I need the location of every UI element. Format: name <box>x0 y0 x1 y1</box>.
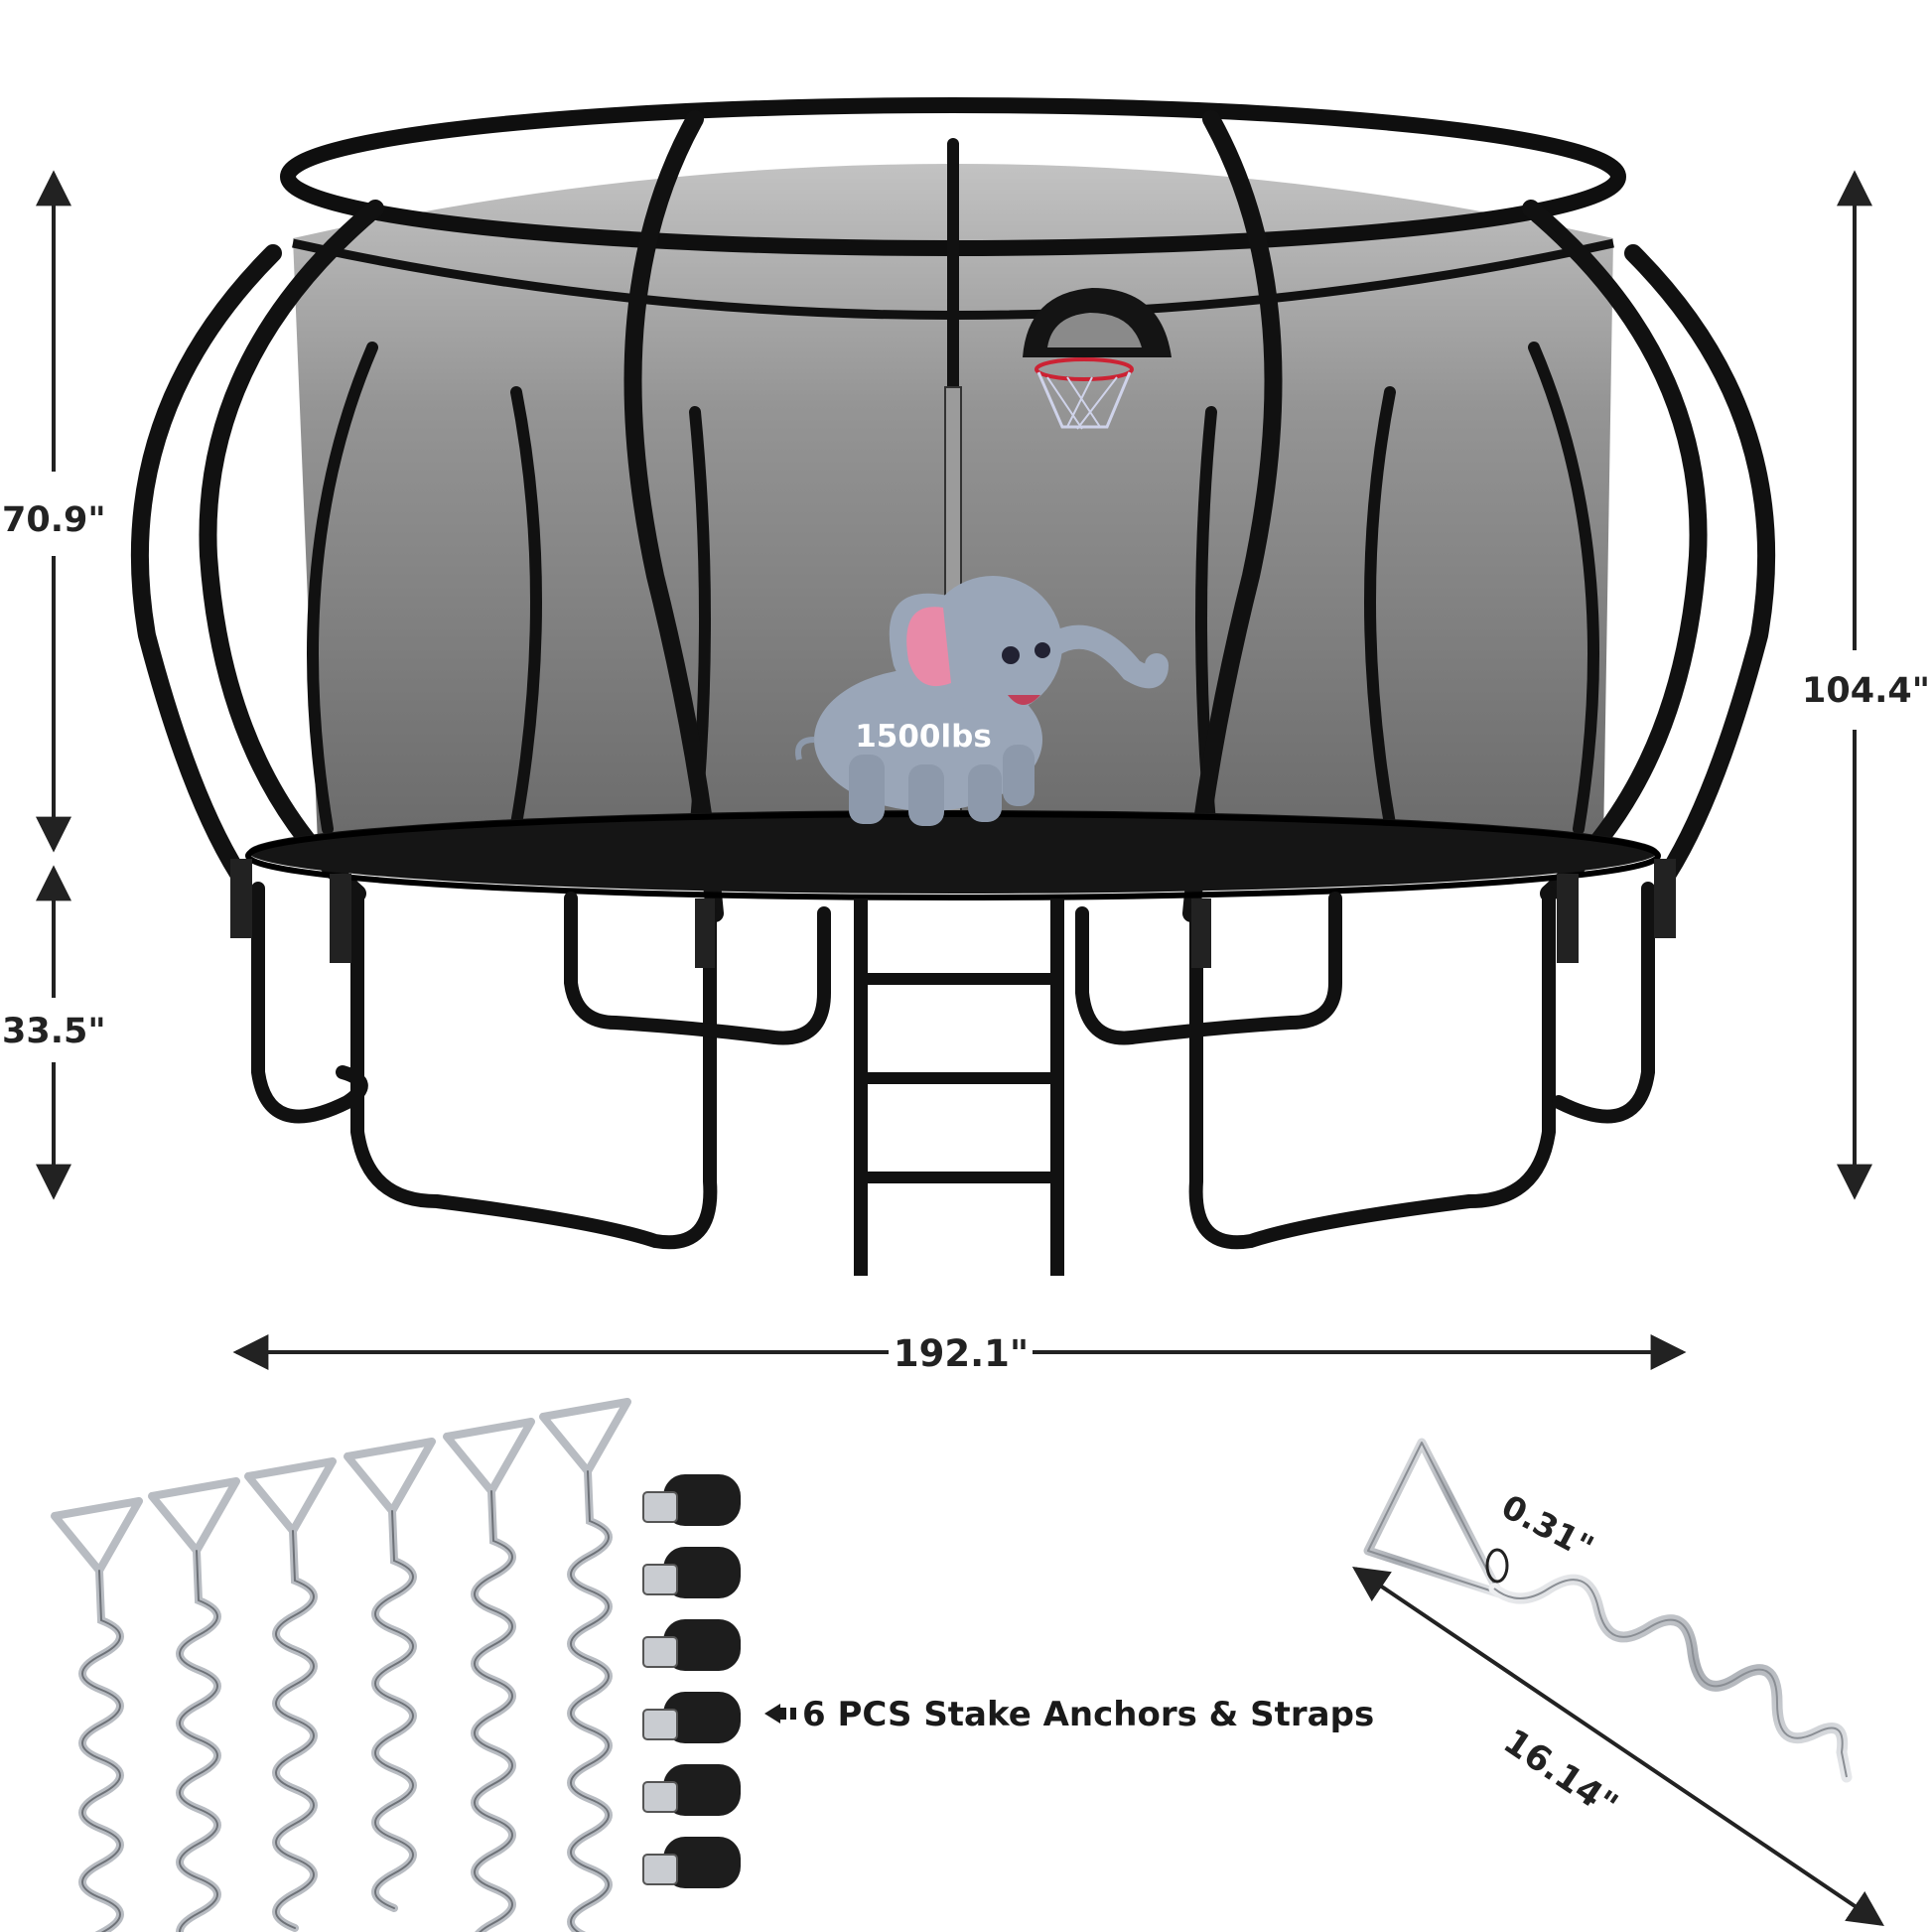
stake-anchor <box>344 1438 436 1912</box>
stake-anchor <box>244 1457 337 1932</box>
ratchet-strap <box>642 1619 741 1671</box>
ratchet-strap <box>642 1692 741 1743</box>
jump-mat <box>245 810 1661 900</box>
ratchet-strap <box>642 1547 741 1598</box>
stake-anchor <box>539 1398 631 1932</box>
stake-thickness-label: 0.31" <box>1495 1487 1599 1568</box>
stake-anchors <box>51 1398 631 1932</box>
enclosure-poles <box>130 110 1776 922</box>
net-poles <box>307 138 1599 840</box>
weight-capacity-label: 1500lbs <box>855 719 992 755</box>
dimension-lines <box>36 170 1872 1370</box>
stake-detail <box>1352 1438 1884 1927</box>
total-height-label: 104.4" <box>1802 671 1930 711</box>
leg-brackets <box>230 859 1676 968</box>
elephant-icon <box>795 576 1169 826</box>
ratchet-straps <box>642 1474 741 1888</box>
jump-height-label: 33.5" <box>2 1012 106 1051</box>
enclosure-height-label: 70.9" <box>2 500 106 540</box>
stake-anchor <box>443 1418 535 1932</box>
width-label: 192.1" <box>894 1332 1029 1375</box>
arrow-left-icon <box>764 1704 796 1724</box>
ratchet-strap <box>642 1474 741 1526</box>
stake-anchor <box>148 1477 240 1932</box>
basketball-hoop-icon <box>1023 288 1172 430</box>
ratchet-strap <box>642 1764 741 1816</box>
trampoline-legs <box>251 882 1655 1250</box>
stake-anchor <box>51 1497 143 1932</box>
ratchet-strap <box>642 1837 741 1888</box>
accessories-caption: 6 PCS Stake Anchors & Straps <box>802 1695 1374 1734</box>
ladder <box>854 898 1064 1276</box>
